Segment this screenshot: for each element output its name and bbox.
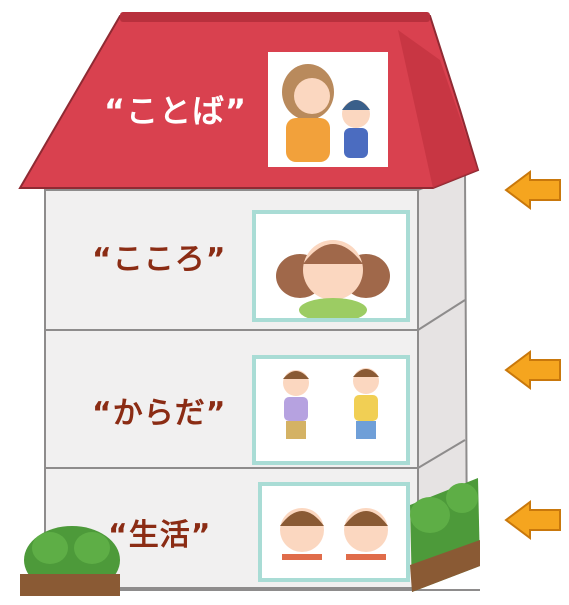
picture-jumping-children — [252, 355, 410, 465]
picture-mother-and-child — [268, 52, 388, 167]
floor-divider — [417, 299, 466, 331]
roof-ridge — [120, 12, 430, 22]
floor-label-kokoro: “こころ” — [92, 242, 227, 277]
roof-shade — [398, 30, 478, 188]
picture-eating-children — [258, 482, 410, 582]
smiling-girl-image — [276, 240, 390, 322]
bush-left — [20, 526, 120, 596]
floor-label-seikatsu: “生活” — [108, 518, 212, 553]
floor-label-karada: “からだ” — [92, 396, 227, 431]
arrow-roof — [504, 170, 561, 210]
arrow-karada — [504, 350, 561, 390]
bush-right — [410, 478, 480, 592]
picture-smiling-girl — [252, 210, 410, 322]
mother-and-child-image — [282, 64, 370, 162]
jumping-children-image — [283, 368, 379, 439]
floor-divider — [417, 439, 466, 469]
eating-children-image — [280, 508, 388, 560]
arrow-seikatsu — [504, 500, 561, 540]
floor-label-kotoba: “ことば” — [104, 92, 248, 130]
